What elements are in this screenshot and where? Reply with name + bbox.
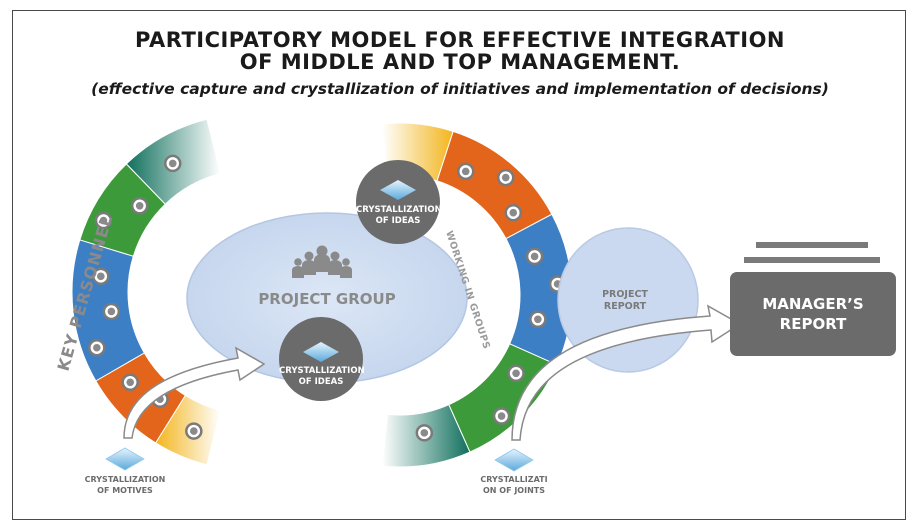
report-line-top [756, 242, 868, 248]
right-ring-dot-teal-core [420, 429, 429, 437]
top-bubble-line-1: CRYSTALLIZATION [356, 205, 442, 215]
right-segment-orange [436, 130, 553, 240]
bottom-bubble-line-1: CRYSTALLIZATION [279, 366, 365, 376]
left-ring-dot-blue-a-core [97, 272, 105, 281]
left-ring-dot-green-b-core [99, 216, 108, 225]
arrow-motives-to-ideas [123, 346, 266, 439]
joints-caption-line-2: ON OF JOINTS [483, 486, 545, 495]
working-groups-ring [381, 122, 573, 468]
report-line-middle [744, 257, 880, 263]
bottom-bubble-diamond-icon [303, 342, 339, 362]
managers-report-label: MANAGER’S REPORT [730, 294, 896, 334]
left-ring-dot-orange-a-core [126, 378, 135, 387]
bottom-bubble-label: CRYSTALLIZATION OF IDEAS [279, 366, 365, 388]
joints-caption: CRYSTALLIZATI ON OF JOINTS [464, 474, 564, 496]
right-ring-dot-blue-c-core [534, 315, 542, 324]
project-report-line-2: REPORT [603, 301, 647, 312]
right-ring-dot-orange-b-core [501, 173, 510, 182]
top-bubble-diamond-icon [380, 180, 416, 200]
left-ring-dot-green-a-core [135, 202, 144, 210]
motives-caption-line-2: OF MOTIVES [97, 486, 153, 495]
top-bubble-label: CRYSTALLIZATION OF IDEAS [356, 205, 442, 227]
title-line-1: PARTICIPATORY MODEL FOR EFFECTIVE INTEGR… [135, 28, 785, 52]
left-ring-dot-teal-core [168, 159, 177, 168]
project-group-label: PROJECT GROUP [258, 290, 395, 308]
motives-diamond-icon [105, 447, 145, 471]
people-group-icon [292, 245, 352, 278]
right-ring-dot-orange-a-core [461, 167, 470, 176]
left-ring-dot-yellow-core [190, 427, 198, 435]
motives-caption-line-1: CRYSTALLIZATION [84, 475, 166, 484]
joints-diamond-icon [494, 448, 534, 472]
left-segment-green [79, 163, 166, 257]
right-segment-green [448, 343, 558, 453]
top-bubble-line-2: OF IDEAS [375, 216, 421, 226]
managers-report-box [730, 272, 896, 356]
motives-caption: CRYSTALLIZATION OF MOTIVES [70, 474, 180, 496]
project-report-label: PROJECT REPORT [588, 289, 662, 313]
project-report-line-1: PROJECT [602, 289, 648, 300]
joints-caption-line-1: CRYSTALLIZATI [480, 475, 548, 484]
subtitle: (effective capture and crystallization o… [91, 80, 829, 98]
right-ring-dot-orange-c-core [509, 208, 518, 217]
left-ring-dot-blue-b-core [107, 307, 116, 316]
arrow-joints-to-managers-report [511, 304, 742, 441]
title-line-2: OF MIDDLE AND TOP MANAGEMENT. [239, 50, 681, 74]
bottom-bubble-line-2: OF IDEAS [298, 377, 344, 387]
managers-report-line-2: REPORT [779, 315, 847, 333]
right-ring-dot-green-b-core [497, 412, 506, 420]
managers-report-line-1: MANAGER’S [762, 295, 864, 313]
left-ring-dot-blue-c-core [93, 343, 101, 352]
crystallization-ideas-bubble-top [356, 160, 440, 244]
key-personnel-ring [71, 118, 222, 466]
right-ring-dot-green-a-core [512, 369, 520, 378]
right-ring-dot-blue-a-core [530, 252, 539, 261]
